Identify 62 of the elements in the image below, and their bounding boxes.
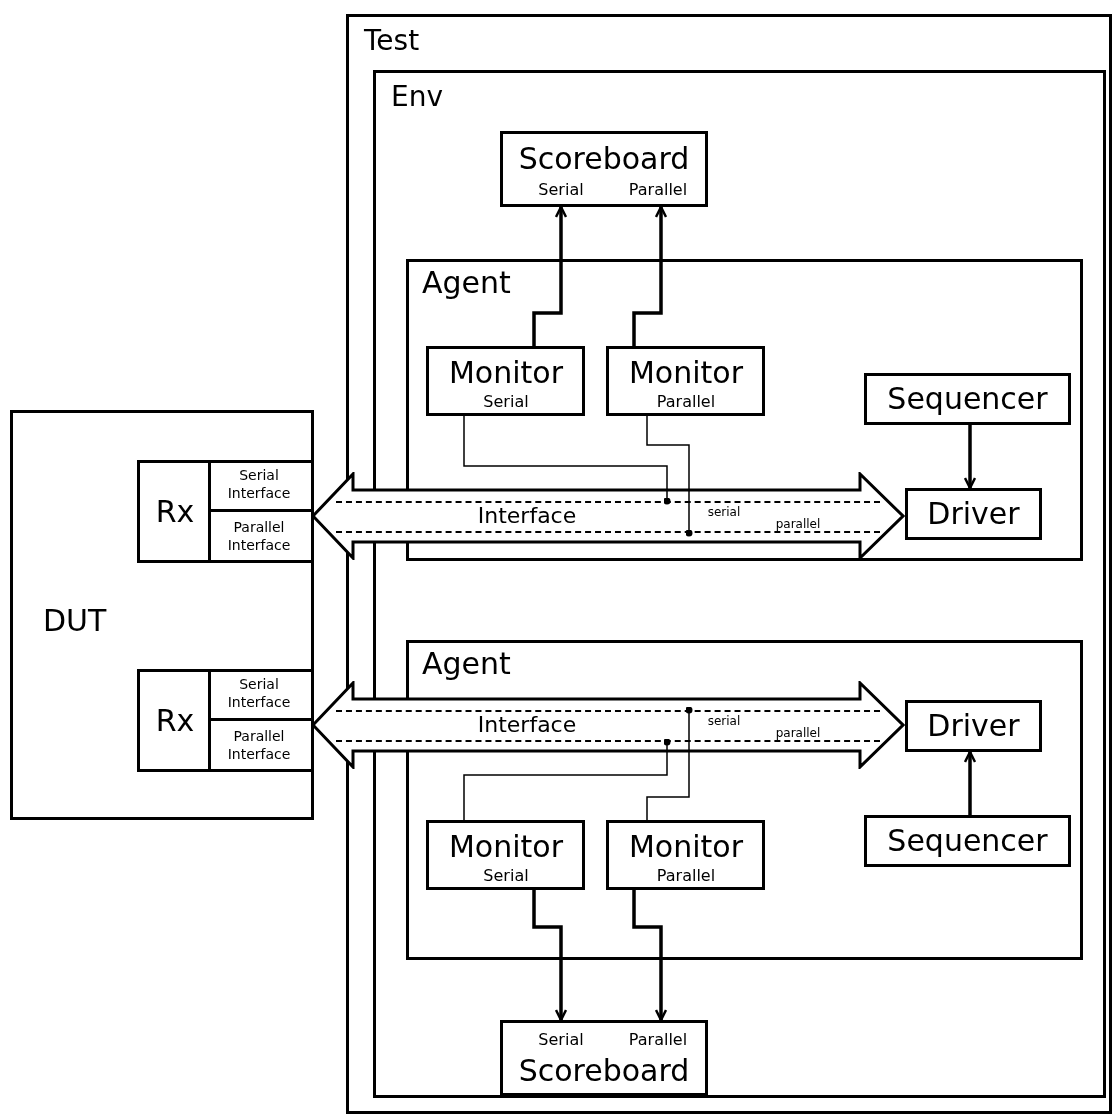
frame-title: Agent <box>422 649 511 679</box>
interface-label: Interface <box>477 505 577 527</box>
frame-title: Env <box>391 83 443 111</box>
component-title: Scoreboard <box>518 144 690 174</box>
interface-label: Serial Interface <box>226 466 292 502</box>
monitor-box <box>606 820 765 890</box>
component-title: Monitor <box>449 358 563 388</box>
signal-label: serial <box>707 506 741 518</box>
connector-line <box>646 415 693 537</box>
port-label: Parallel <box>628 1032 688 1048</box>
double-block-arrow <box>311 472 905 560</box>
interface-cell <box>208 669 311 721</box>
component-title: Rx <box>155 706 195 736</box>
component-title: Rx <box>155 497 195 527</box>
scoreboard-box <box>500 1020 708 1096</box>
component-box <box>905 700 1042 752</box>
port-label: Serial <box>538 1032 584 1048</box>
arrow <box>532 205 568 346</box>
component-title: Monitor <box>449 832 563 862</box>
component-box <box>864 373 1071 425</box>
frame-title: Test <box>364 27 420 55</box>
port-label: Serial <box>538 182 584 198</box>
monitor-box <box>426 346 585 416</box>
component-title: Monitor <box>629 832 743 862</box>
frame-title: Agent <box>422 268 511 298</box>
arrow <box>963 425 977 490</box>
component-subtitle: Parallel <box>656 868 716 884</box>
arrow <box>963 750 977 815</box>
component-subtitle: Serial <box>483 868 529 884</box>
component-title: Sequencer <box>887 826 1048 856</box>
connector-line <box>646 706 693 821</box>
arrow <box>632 205 668 346</box>
scoreboard-box <box>500 131 708 207</box>
signal-label: parallel <box>775 518 821 530</box>
component-title: Driver <box>927 499 1020 529</box>
component-subtitle: Parallel <box>656 394 716 410</box>
interface-cell <box>208 460 311 512</box>
component-title: Scoreboard <box>518 1056 690 1086</box>
component-title: Driver <box>927 711 1020 741</box>
component-subtitle: Serial <box>483 394 529 410</box>
receiver-box <box>137 669 314 772</box>
arrow <box>632 890 668 1022</box>
connector-line <box>463 415 671 505</box>
component-title: Sequencer <box>887 384 1048 414</box>
arrow <box>532 890 568 1022</box>
dut-box <box>10 410 314 820</box>
port-label: Parallel <box>628 182 688 198</box>
monitor-box <box>606 346 765 416</box>
component-box <box>864 815 1071 867</box>
interface-label: Serial Interface <box>226 675 292 711</box>
monitor-box <box>426 820 585 890</box>
interface-label: Parallel Interface <box>226 727 292 763</box>
signal-label: parallel <box>775 727 821 739</box>
component-title: DUT <box>43 606 107 636</box>
double-block-arrow <box>311 681 905 769</box>
interface-label: Interface <box>477 714 577 736</box>
signal-label: serial <box>707 715 741 727</box>
receiver-box <box>137 460 314 563</box>
component-title: Monitor <box>629 358 743 388</box>
connector-line <box>463 738 671 821</box>
interface-label: Parallel Interface <box>226 518 292 554</box>
component-box <box>905 488 1042 540</box>
